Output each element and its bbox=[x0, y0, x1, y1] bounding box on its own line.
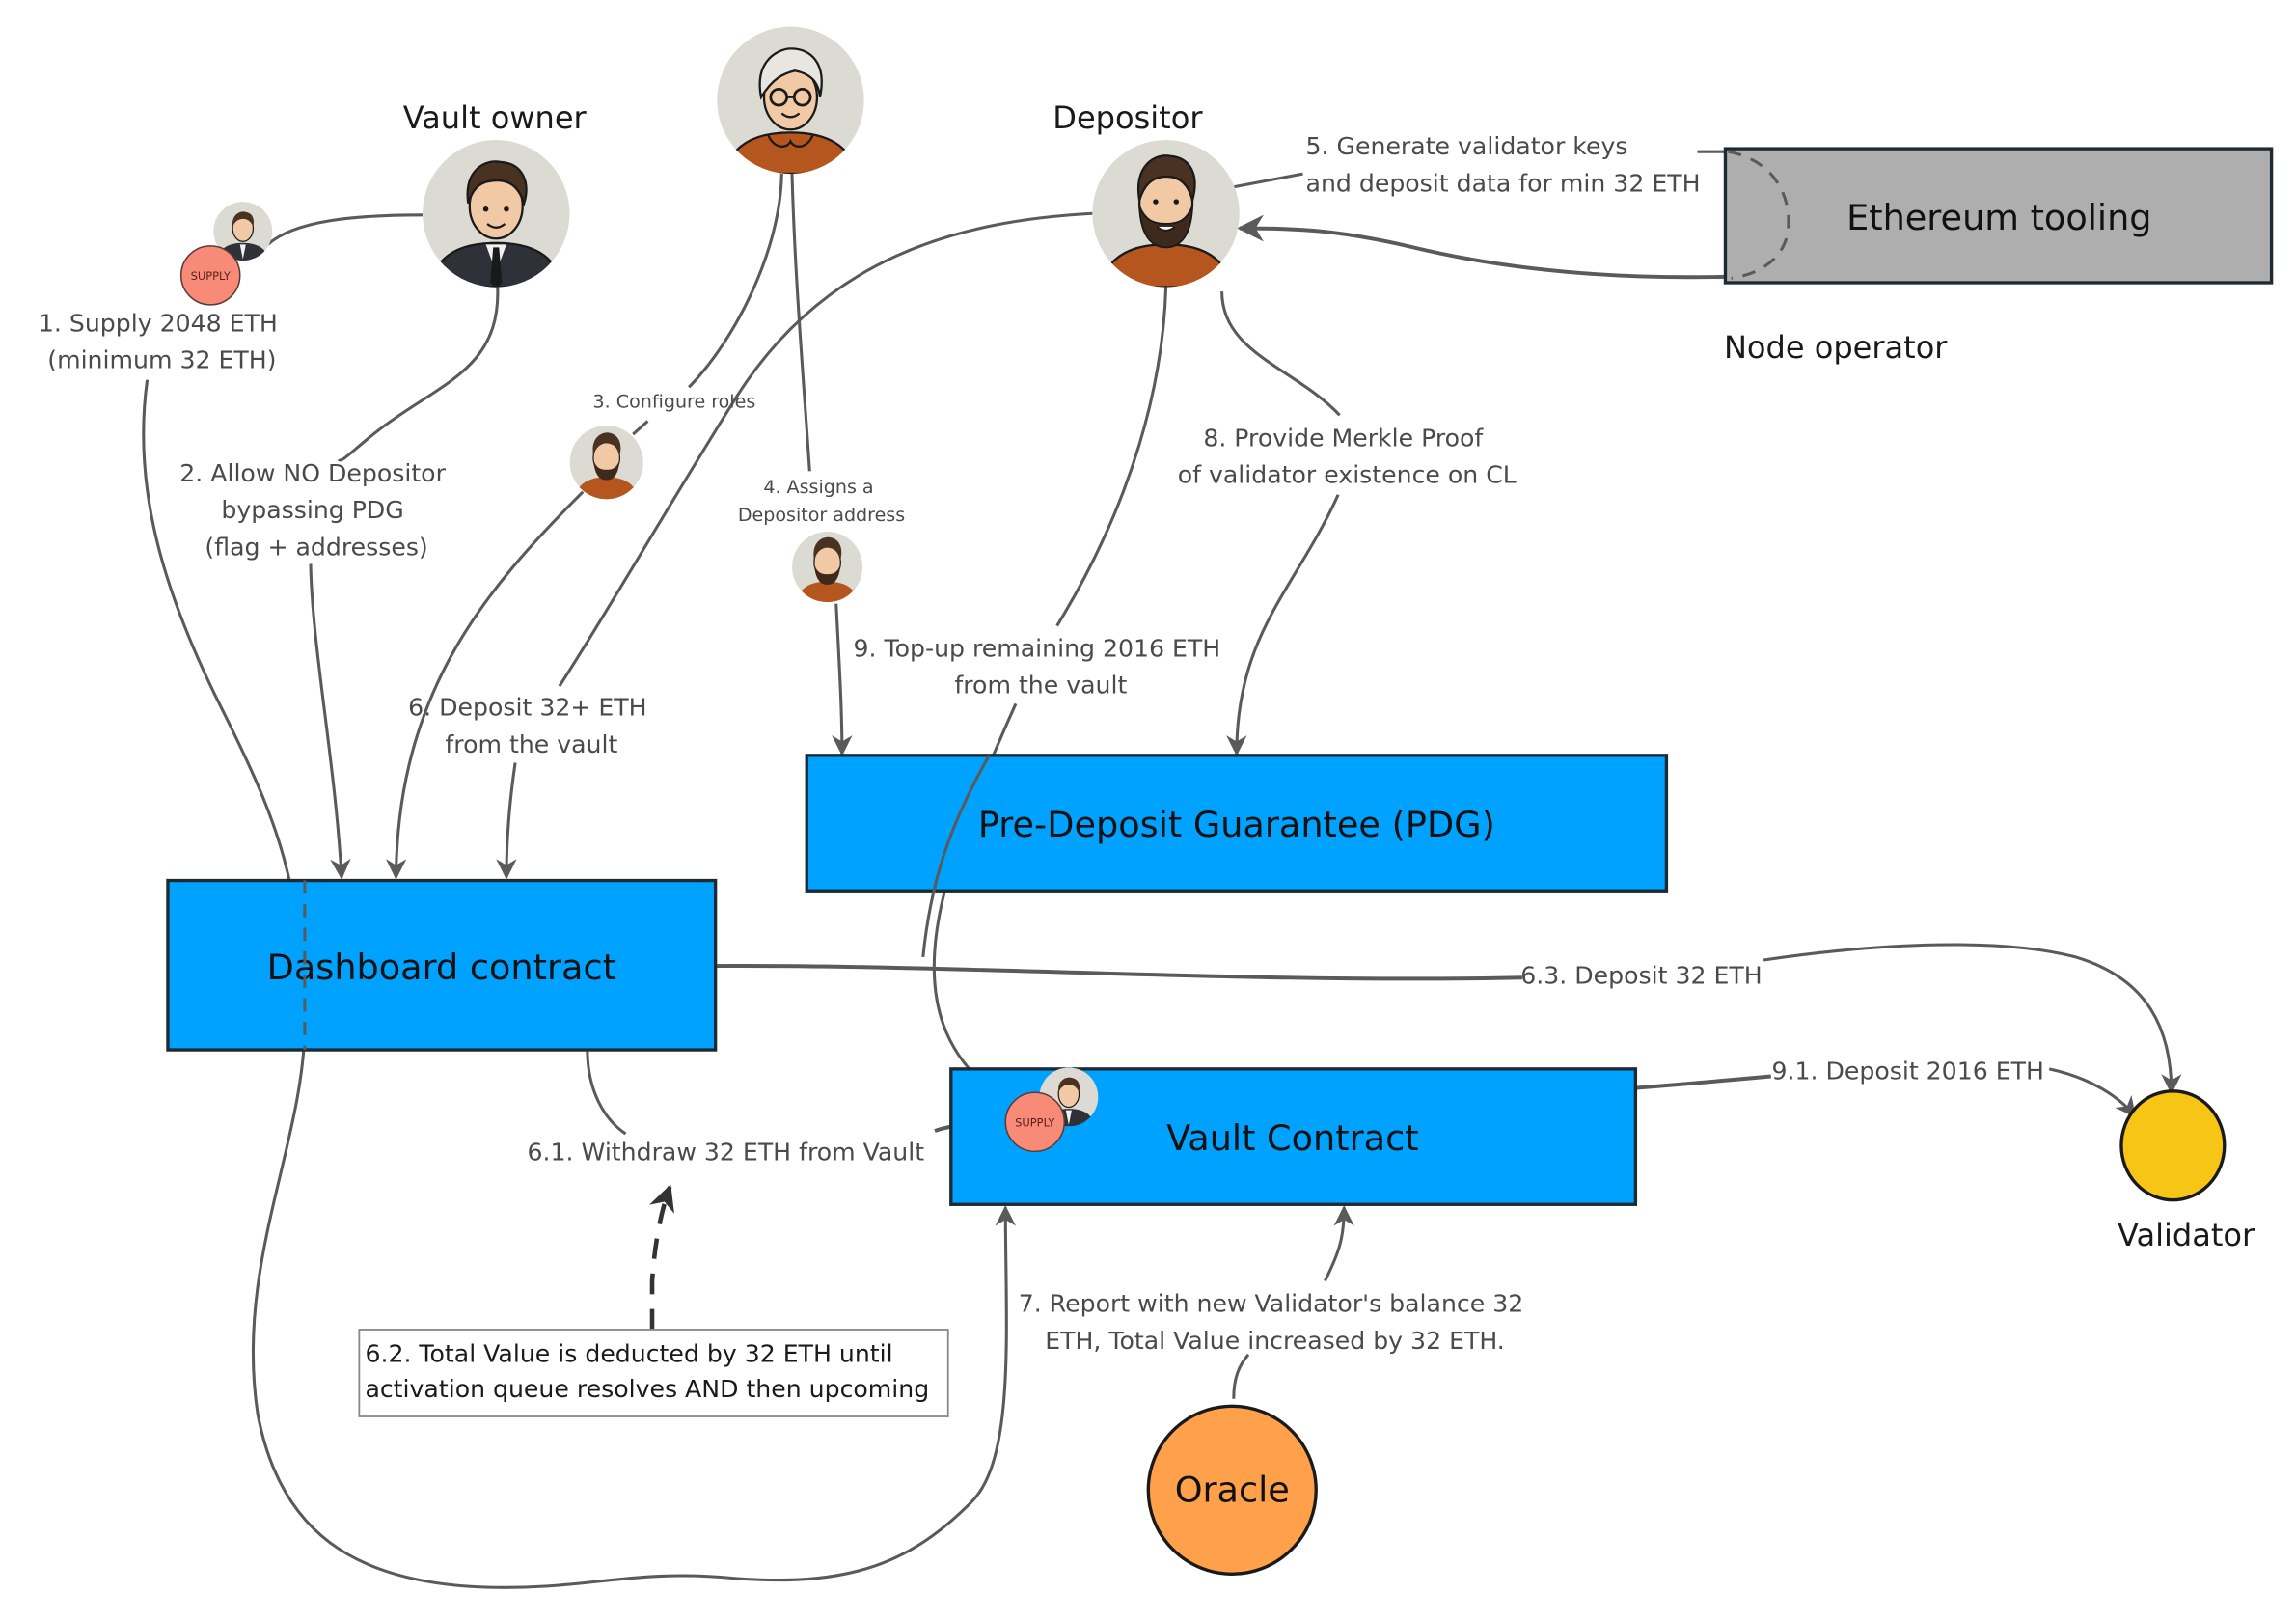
edge-dashboard-to-withdraw bbox=[586, 1050, 627, 1136]
step-6-2-note bbox=[358, 1329, 949, 1417]
supply-badge bbox=[1004, 1091, 1066, 1153]
step-6-2-text: 6.2. Total Value is deducted by 32 ETH u… bbox=[365, 1340, 929, 1404]
edge-depositor-to-step9 bbox=[1055, 287, 1168, 627]
vault-owner-avatar[interactable] bbox=[422, 139, 570, 288]
step-5-label: 5. Generate validator keys and deposit d… bbox=[1306, 132, 1701, 197]
vault-contract-box[interactable] bbox=[949, 1067, 1638, 1206]
step-9-label: 9. Top-up remaining 2016 ETH from the va… bbox=[854, 635, 1229, 700]
pdg-box[interactable] bbox=[805, 754, 1669, 893]
edge-step91-to-validator bbox=[2048, 1067, 2137, 1118]
edge-tooling-to-depositor bbox=[1237, 214, 1726, 280]
bearded-man-avatar-icon bbox=[569, 426, 643, 500]
vault-owner-label: Vault owner bbox=[403, 99, 588, 136]
step-7-label: 7. Report with new Validator's balance 3… bbox=[1019, 1290, 1531, 1355]
step-8-label: 8. Provide Merkle Proof of validator exi… bbox=[1178, 424, 1517, 488]
supply-owner-small-avatar[interactable]: SUPPLY bbox=[179, 202, 273, 306]
depositor-avatar[interactable] bbox=[1092, 139, 1240, 288]
edge-roles-avatar-link bbox=[632, 420, 649, 436]
edge-step6-to-dashboard bbox=[496, 762, 517, 880]
edge-step2-to-dashboard bbox=[309, 563, 351, 880]
edge-depositor-to-step6 bbox=[558, 211, 1093, 687]
edge-step7-to-vault bbox=[1324, 1205, 1354, 1282]
oracle-label: Oracle bbox=[1175, 1470, 1290, 1511]
vault-supply-small-avatar[interactable]: SUPPLY bbox=[1004, 1067, 1099, 1153]
vault-contract-label: Vault Contract bbox=[1166, 1117, 1419, 1159]
ethereum-tooling-label: Ethereum tooling bbox=[1846, 197, 2151, 238]
businessman-avatar-icon bbox=[422, 139, 570, 288]
edge-dashboard-to-step63 bbox=[715, 963, 1522, 981]
edge-depositor-to-step8 bbox=[1220, 291, 1341, 417]
step-6-label: 6. Deposit 32+ ETH from the vault bbox=[408, 694, 654, 758]
bearded-man-avatar-icon bbox=[1092, 139, 1240, 288]
edge-step8-to-pdg bbox=[1226, 494, 1340, 756]
edge-supply-loop-to-vault bbox=[142, 379, 1016, 1589]
ethereum-tooling-box[interactable] bbox=[1723, 147, 2274, 285]
supply-badge-label: SUPPLY bbox=[1015, 1115, 1055, 1129]
edge-oracle-to-step7 bbox=[1232, 1353, 1250, 1399]
edge-assign-to-pdg bbox=[832, 603, 853, 756]
roles-depositor-small-avatar[interactable] bbox=[569, 426, 643, 500]
node-operator-label: Node operator bbox=[1724, 329, 1948, 366]
edge-admin-to-assign bbox=[790, 174, 811, 472]
edge-owner-to-supply bbox=[266, 213, 423, 246]
step-1-label: 1. Supply 2048 ETH (minimum 32 ETH) bbox=[39, 309, 286, 373]
edge-admin-to-roles bbox=[688, 174, 783, 389]
step-4-label: 4. Assigns a Depositor address bbox=[738, 477, 905, 526]
validator-node[interactable] bbox=[2119, 1089, 2227, 1202]
edge-roles-to-dashboard bbox=[385, 490, 585, 880]
edge-owner-to-dashboard bbox=[337, 287, 500, 462]
step-6-1-label: 6.1. Withdraw 32 ETH from Vault bbox=[528, 1138, 925, 1166]
oracle-node[interactable] bbox=[1146, 1404, 1318, 1576]
pdg-label: Pre-Deposit Guarantee (PDG) bbox=[978, 804, 1495, 845]
assign-depositor-small-avatar[interactable] bbox=[791, 531, 863, 603]
step-6-3-label: 6.3. Deposit 32 ETH bbox=[1520, 961, 1762, 989]
step-2-label: 2. Allow NO Depositor bypassing PDG (fla… bbox=[179, 459, 453, 561]
depositor-label: Depositor bbox=[1052, 99, 1203, 136]
supply-badge bbox=[179, 245, 241, 306]
step-9-1-label: 9.1. Deposit 2016 ETH bbox=[1772, 1058, 2044, 1085]
elderly-woman-avatar-icon bbox=[717, 26, 864, 175]
step-3-label: 3. Configure roles bbox=[593, 392, 756, 413]
dashboard-contract-label: Dashboard contract bbox=[267, 947, 616, 988]
dashboard-contract-box[interactable] bbox=[166, 878, 718, 1052]
validator-label: Validator bbox=[2118, 1217, 2255, 1253]
edge-step63-to-validator bbox=[1763, 943, 2182, 1095]
bearded-man-avatar-icon bbox=[791, 531, 863, 603]
supply-badge-label: SUPPLY bbox=[191, 269, 232, 283]
admin-avatar[interactable] bbox=[717, 26, 864, 175]
step9-line-across-pdg bbox=[921, 755, 991, 958]
edge-note-to-withdraw bbox=[649, 1184, 674, 1330]
edge-depositor-to-step5 bbox=[1233, 172, 1303, 189]
